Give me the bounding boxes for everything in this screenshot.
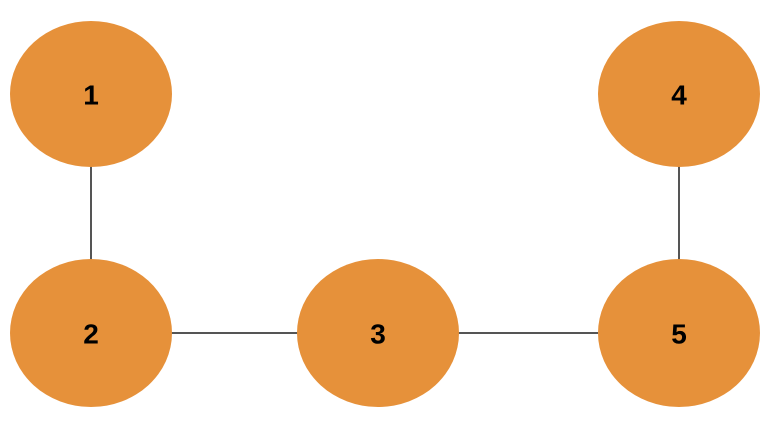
node-4-label: 4 (671, 80, 687, 111)
node-3: 3 (297, 259, 459, 407)
node-1-label: 1 (83, 80, 99, 111)
node-4: 4 (598, 21, 760, 167)
node-4-circle (598, 21, 760, 167)
node-2-label: 2 (83, 319, 99, 350)
node-2: 2 (10, 259, 172, 407)
node-5: 5 (598, 259, 760, 407)
node-2-circle (10, 259, 172, 407)
node-5-label: 5 (671, 319, 687, 350)
node-1-circle (10, 21, 172, 167)
node-5-circle (598, 259, 760, 407)
edges-layer (90, 166, 680, 334)
node-1: 1 (10, 21, 172, 167)
nodes-layer: 1 2 3 4 5 (10, 21, 760, 407)
node-3-circle (297, 259, 459, 407)
node-3-label: 3 (370, 319, 386, 350)
